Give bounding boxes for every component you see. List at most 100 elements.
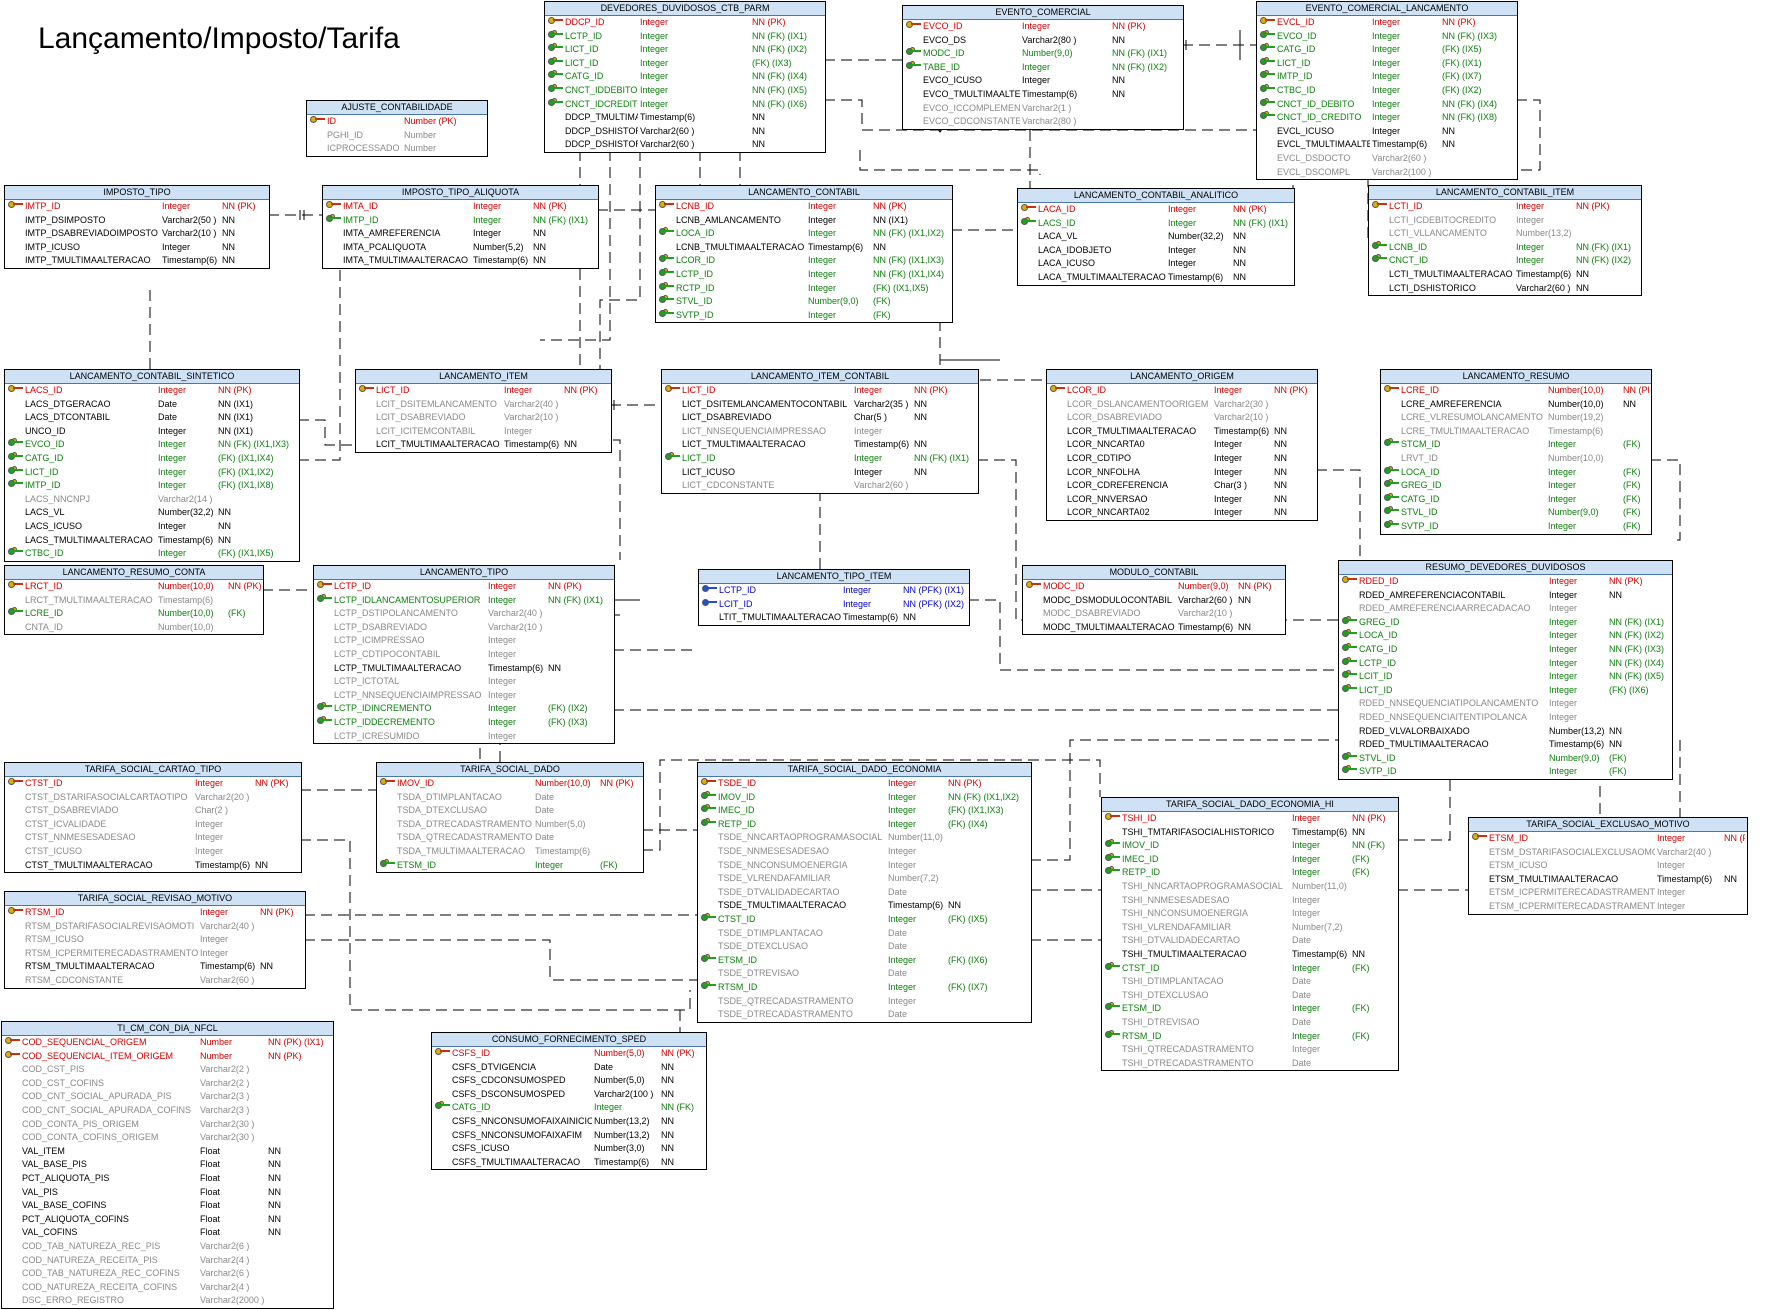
column-type: Float bbox=[200, 1227, 221, 1238]
column-name: LCRE_ID bbox=[1401, 385, 1440, 395]
column-flags: NN bbox=[1623, 398, 1636, 409]
column-type: Number(32,2) bbox=[1168, 231, 1224, 242]
column-type: Timestamp(6) bbox=[640, 112, 696, 123]
column-type: Varchar2(60 ) bbox=[640, 139, 695, 150]
column-name: CNCT_ID_DEBITO bbox=[1277, 98, 1355, 109]
column-name: LCOR_NNCARTA0 bbox=[1067, 439, 1145, 450]
foreign-key-icon bbox=[380, 858, 396, 867]
column-type: Integer bbox=[1516, 201, 1545, 211]
entity-header: TARIFA_SOCIAL_CARTAO_TIPO bbox=[5, 763, 301, 777]
column-name: RTSM_ICPERMITERECADASTRAMENTO bbox=[25, 947, 198, 958]
foreign-key-icon bbox=[1105, 1029, 1121, 1038]
column-name: RTSM_CDCONSTANTE bbox=[25, 974, 124, 985]
foreign-key-icon bbox=[659, 295, 675, 304]
primary-key-icon bbox=[548, 16, 564, 24]
column-name: IMTP_ID bbox=[343, 214, 379, 225]
foreign-key-icon bbox=[701, 817, 717, 826]
column-flags: NN (FK) (IX4) bbox=[1442, 98, 1497, 109]
column-type: Integer bbox=[1292, 813, 1321, 823]
column-type: Integer bbox=[888, 954, 917, 965]
column-name: ETSM_TMULTIMAALTERACAO bbox=[1489, 873, 1619, 884]
column-flags: (FK) bbox=[228, 608, 246, 619]
column-flags: NN bbox=[1233, 271, 1246, 282]
column-type: Integer bbox=[1549, 684, 1578, 695]
column-type: Integer bbox=[1516, 241, 1545, 252]
column-flags: NN (FK) (IX1,IX2) bbox=[948, 791, 1020, 802]
column-flags: NN bbox=[752, 139, 765, 150]
entity-header: TI_CM_CON_DIA_NFCL bbox=[2, 1022, 333, 1036]
column-name: TSDA_QTRECADASTRAMENTO bbox=[397, 832, 533, 843]
column-type: Number bbox=[404, 143, 437, 154]
column-type: Varchar2(3 ) bbox=[200, 1091, 250, 1102]
foreign-key-icon bbox=[1342, 629, 1358, 638]
primary-key-icon bbox=[435, 1047, 451, 1055]
column-flags: NN (FK) bbox=[661, 1102, 694, 1113]
column-type: Number(5,0) bbox=[535, 818, 586, 829]
column-name: LCNB_ID bbox=[676, 201, 715, 211]
column-type: Float bbox=[200, 1186, 221, 1197]
primary-key-icon bbox=[665, 384, 681, 392]
column-type: Integer bbox=[808, 282, 837, 293]
foreign-key-icon bbox=[1384, 506, 1400, 515]
column-flags: NN bbox=[661, 1115, 674, 1126]
column-type: Integer bbox=[1516, 214, 1545, 225]
column-name: RTSM_ICUSO bbox=[25, 934, 84, 945]
column-name: COD_TAB_NATUREZA_REC_PIS bbox=[22, 1240, 161, 1251]
column-type: Number(5,2) bbox=[473, 241, 524, 252]
column-flags: (FK) bbox=[873, 309, 891, 320]
entity-header: TARIFA_SOCIAL_EXCLUSAO_MOTIVO bbox=[1469, 818, 1747, 832]
column-name: CSFS_NNCONSUMOFAIXAINICIO bbox=[452, 1115, 592, 1126]
column-flags: NN (PK) (IX1) bbox=[268, 1037, 324, 1047]
column-name: ETSM_ICUSO bbox=[1489, 860, 1548, 871]
column-type: Timestamp(6) bbox=[1549, 739, 1605, 750]
column-flags: NN bbox=[548, 662, 561, 673]
column-flags: NN (PFK) (IX2) bbox=[903, 598, 965, 609]
primary-key-icon bbox=[1050, 384, 1066, 392]
entity-header: LANCAMENTO_CONTABIL_ITEM bbox=[1369, 186, 1641, 200]
column-flags: NN (PK) bbox=[1352, 813, 1386, 823]
column-flags: (FK) (IX6) bbox=[1609, 684, 1649, 695]
